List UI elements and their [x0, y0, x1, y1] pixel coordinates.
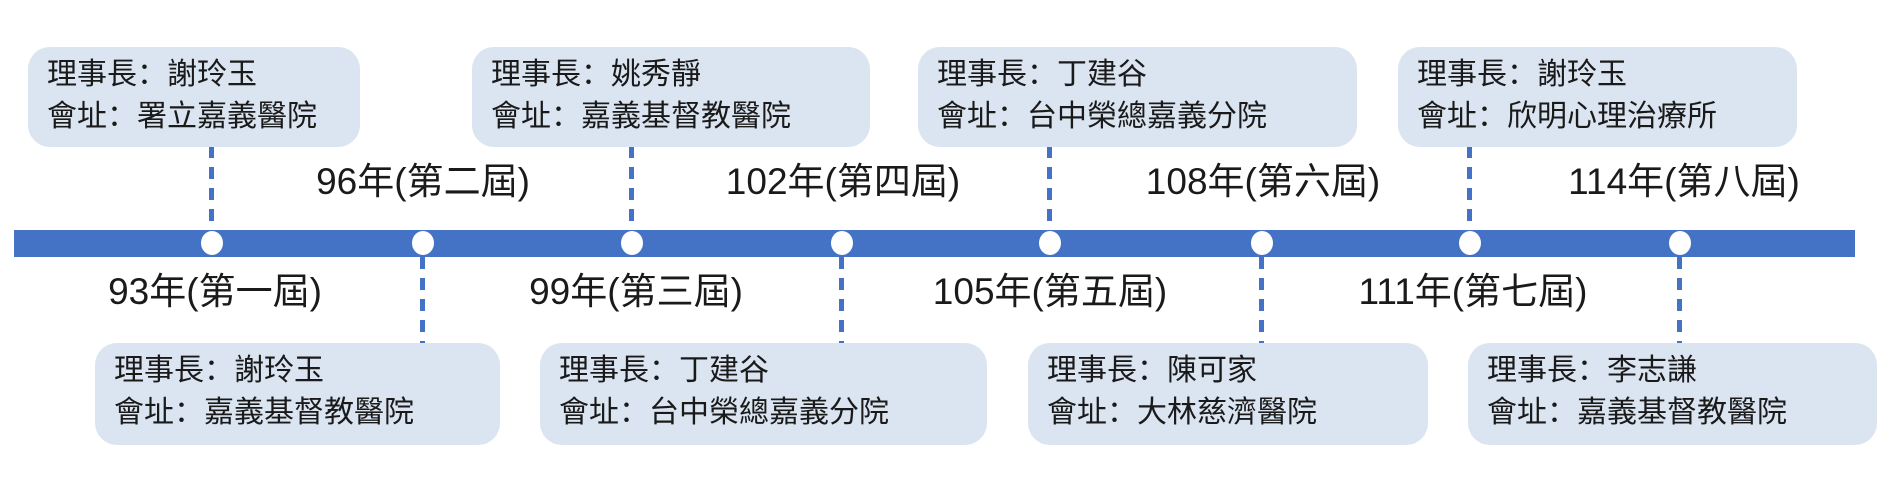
- info-box-term-4: 理事長：丁建谷 會址：台中榮總嘉義分院: [540, 343, 987, 445]
- year-label-term-7: 111年(第七屆): [1358, 271, 1588, 312]
- address-line: 會址：署立嘉義醫院: [47, 100, 317, 133]
- address-line: 會址：嘉義基督教醫院: [114, 396, 414, 429]
- address-line: 會址：台中榮總嘉義分院: [937, 100, 1267, 133]
- year-label-term-6: 108年(第六屆): [1145, 161, 1381, 202]
- chairman-line: 理事長：陳可家: [1047, 354, 1257, 387]
- chairman-line: 理事長：李志謙: [1487, 354, 1697, 387]
- year-label-term-4: 102年(第四屆): [725, 161, 961, 202]
- node-dot-term-2: [412, 231, 434, 255]
- info-box-term-6: 理事長：陳可家 會址：大林慈濟醫院: [1028, 343, 1428, 445]
- info-box-term-2: 理事長：謝玲玉 會址：嘉義基督教醫院: [95, 343, 500, 445]
- year-label-term-1: 93年(第一屆): [108, 271, 322, 312]
- chairman-line: 理事長：丁建谷: [559, 354, 769, 387]
- connector-term-7: [1467, 146, 1472, 231]
- chairman-line: 理事長：謝玲玉: [1417, 58, 1627, 91]
- year-label-term-8: 114年(第八屆): [1568, 161, 1800, 202]
- info-box-term-1: 理事長：謝玲玉 會址：署立嘉義醫院: [28, 47, 360, 147]
- chairman-line: 理事長：丁建谷: [937, 58, 1147, 91]
- connector-term-5: [1047, 146, 1052, 231]
- connector-term-8: [1677, 257, 1682, 344]
- chairman-line: 理事長：謝玲玉: [114, 354, 324, 387]
- chairman-line: 理事長：謝玲玉: [47, 58, 257, 91]
- info-box-term-5: 理事長：丁建谷 會址：台中榮總嘉義分院: [918, 47, 1357, 147]
- connector-term-1: [209, 146, 214, 231]
- connector-term-3: [629, 146, 634, 231]
- year-label-term-5: 105年(第五屆): [932, 271, 1168, 312]
- connector-term-2: [420, 257, 425, 344]
- address-line: 會址：嘉義基督教醫院: [491, 100, 791, 133]
- timeline-bar: [14, 230, 1855, 257]
- address-line: 會址：台中榮總嘉義分院: [559, 396, 889, 429]
- node-dot-term-6: [1251, 231, 1273, 255]
- info-box-term-7: 理事長：謝玲玉 會址：欣明心理治療所: [1398, 47, 1797, 147]
- connector-term-4: [839, 257, 844, 344]
- info-box-term-3: 理事長：姚秀靜 會址：嘉義基督教醫院: [472, 47, 870, 147]
- address-line: 會址：嘉義基督教醫院: [1487, 396, 1787, 429]
- connector-term-6: [1259, 257, 1264, 344]
- node-dot-term-4: [831, 231, 853, 255]
- info-box-term-8: 理事長：李志謙 會址：嘉義基督教醫院: [1468, 343, 1877, 445]
- node-dot-term-1: [201, 231, 223, 255]
- address-line: 會址：欣明心理治療所: [1417, 100, 1717, 133]
- address-line: 會址：大林慈濟醫院: [1047, 396, 1317, 429]
- node-dot-term-5: [1039, 231, 1061, 255]
- chairman-line: 理事長：姚秀靜: [491, 58, 701, 91]
- year-label-term-2: 96年(第二屆): [316, 161, 530, 202]
- node-dot-term-7: [1459, 231, 1481, 255]
- year-label-term-3: 99年(第三屆): [529, 271, 743, 312]
- node-dot-term-8: [1669, 231, 1691, 255]
- node-dot-term-3: [621, 231, 643, 255]
